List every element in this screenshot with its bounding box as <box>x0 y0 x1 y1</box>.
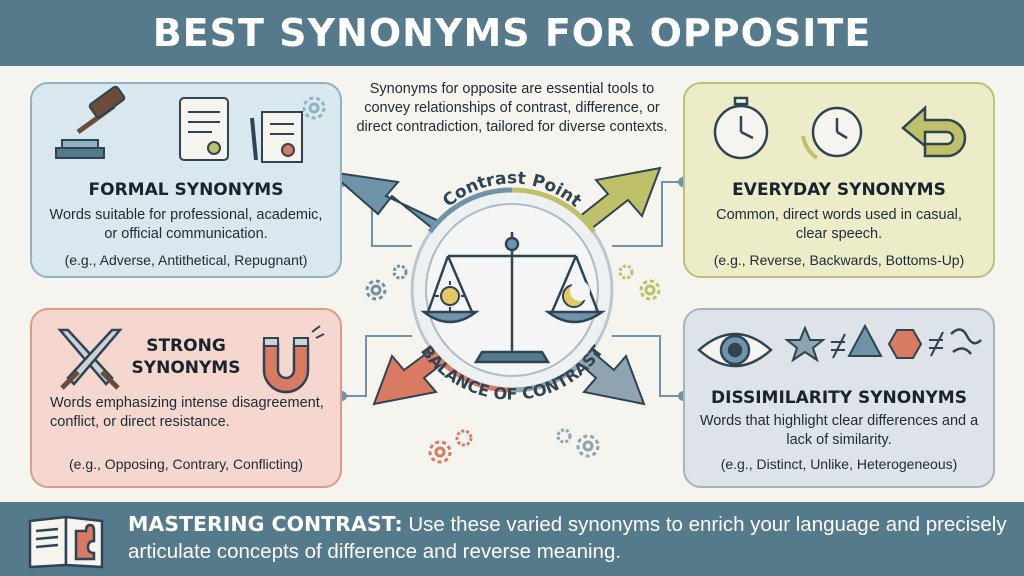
dissimilarity-examples: (e.g., Distinct, Unlike, Heterogeneous) <box>720 456 958 472</box>
strong-title-line1: STRONG <box>146 336 226 356</box>
dissimilarity-synonyms-card: DISSIMILARITY SYNONYMS Words that highli… <box>683 308 995 488</box>
clock-reverse-icon <box>801 106 863 160</box>
everyday-synonyms-card: EVERYDAY SYNONYMS Common, direct words u… <box>683 82 995 278</box>
scale-icon <box>420 232 606 364</box>
everyday-title: EVERYDAY SYNONYMS <box>732 180 946 200</box>
magnet-icon <box>262 325 325 394</box>
gear-icon <box>556 428 600 458</box>
sun-icon <box>435 281 465 311</box>
header-banner: BEST SYNONYMS FOR OPPOSITE <box>0 0 1024 66</box>
gear-icon <box>302 96 326 120</box>
hexagon-not-equal-squiggle-icon <box>887 328 982 359</box>
strong-description: Words emphasizing intense disagreement, … <box>50 395 324 430</box>
formal-description: Words suitable for professional, academi… <box>49 207 323 242</box>
strong-synonyms-card: STRONG SYNONYMS Words emphasizing intens… <box>30 308 342 488</box>
footer-text: MASTERING CONTRAST: Use these varied syn… <box>128 511 1008 565</box>
star-not-equal-triangle-icon <box>784 323 883 363</box>
footer-label: MASTERING CONTRAST: <box>128 512 403 536</box>
moon-icon <box>562 281 590 308</box>
dissimilarity-icons <box>697 323 982 368</box>
page-title: BEST SYNONYMS FOR OPPOSITE <box>152 11 872 55</box>
formal-icons <box>55 85 326 163</box>
stopwatch-icon <box>713 96 769 160</box>
formal-synonyms-card: FORMAL SYNONYMS Words suitable for profe… <box>30 82 342 278</box>
everyday-examples: (e.g., Reverse, Backwards, Bottoms-Up) <box>713 252 965 268</box>
crossed-swords-icon <box>57 328 123 390</box>
gavel-icon <box>55 85 126 159</box>
certificate-icon <box>250 111 303 163</box>
dissimilarity-description: Words that highlight clear differences a… <box>699 413 979 448</box>
footer-banner: MASTERING CONTRAST: Use these varied syn… <box>0 502 1024 576</box>
gear-icon <box>428 429 473 464</box>
scroll-icon <box>179 97 229 161</box>
undo-arrow-icon <box>901 105 967 158</box>
formal-examples: (e.g., Adverse, Antithetical, Repugnant) <box>64 252 308 268</box>
strong-title-line2: SYNONYMS <box>131 358 241 378</box>
dissimilarity-title: DISSIMILARITY SYNONYMS <box>711 388 967 408</box>
book-puzzle-icon <box>28 515 104 569</box>
everyday-description: Common, direct words used in casual, cle… <box>716 207 962 242</box>
strong-examples: (e.g., Opposing, Contrary, Conflicting) <box>69 456 303 472</box>
footer-body: Use these varied synonyms to enrich your… <box>128 513 1007 563</box>
gear-icon <box>618 264 661 301</box>
gear-icon <box>365 264 408 301</box>
intro-text: Synonyms for opposite are essential tool… <box>356 81 668 136</box>
eye-icon <box>697 332 773 368</box>
formal-title: FORMAL SYNONYMS <box>88 180 284 200</box>
everyday-icons <box>713 96 967 160</box>
